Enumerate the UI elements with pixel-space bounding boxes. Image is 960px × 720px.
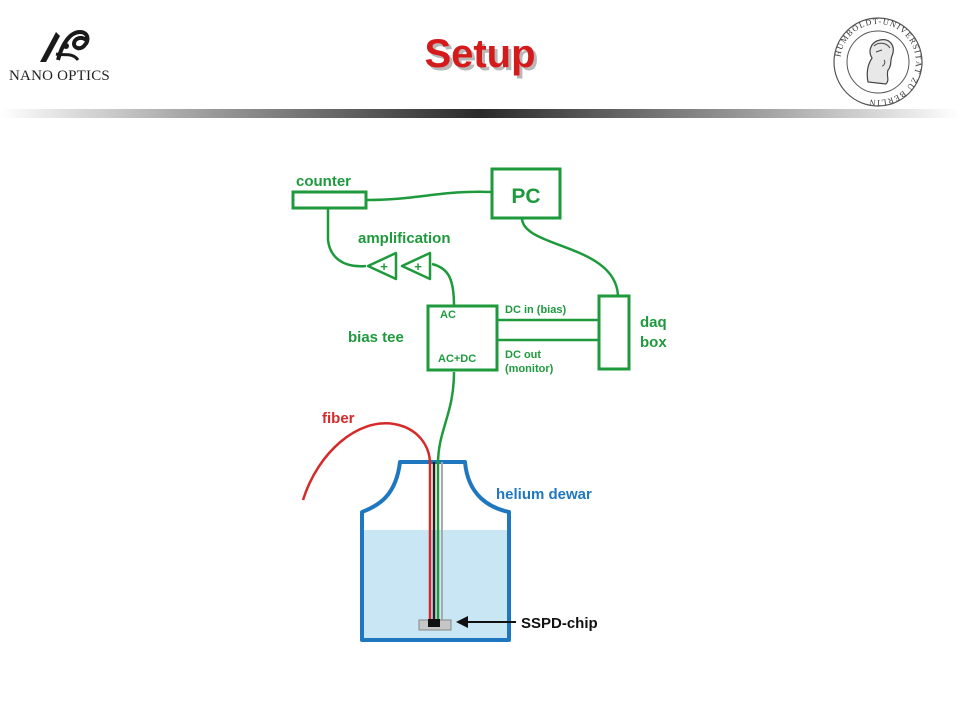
daq-box <box>597 294 631 371</box>
university-seal-icon: HUMBOLDT-UNIVERSITÄT ZU BERLIN <box>833 17 923 107</box>
helium-dewar-label: helium dewar <box>496 486 592 503</box>
helium-dewar-outline <box>360 460 511 642</box>
slide-header: NANO OPTICS Setup HUMBOLDT-UNIVERSITÄT Z… <box>0 0 960 120</box>
pc-label: PC <box>511 185 540 208</box>
wire-chip-to-biastee <box>436 371 456 465</box>
wire-biastee-to-amp <box>431 262 456 307</box>
port-acdc-label: AC+DC <box>438 353 476 365</box>
port-ac-label: AC <box>440 309 456 321</box>
nano-optics-logo-icon <box>40 29 90 62</box>
fiber-label: fiber <box>322 410 355 427</box>
counter-box <box>291 190 368 210</box>
brand-name: NANO OPTICS <box>9 68 110 84</box>
amplifier-1 <box>400 251 432 281</box>
chip-arrow-head <box>456 616 468 628</box>
amplifier-1-symbol: + <box>414 259 422 274</box>
header-divider <box>0 109 960 118</box>
pc-box <box>490 167 562 220</box>
bias-tee-label: bias tee <box>348 329 404 346</box>
slide-title: Setup <box>424 32 536 76</box>
dc-out-label: DC out <box>505 349 541 361</box>
amplification-label: amplification <box>358 230 451 247</box>
amplifier-2-symbol: + <box>380 259 388 274</box>
amplifier-2 <box>366 251 398 281</box>
fiber-cable <box>301 422 432 501</box>
counter-label: counter <box>296 173 351 190</box>
wiring <box>326 190 620 465</box>
sspd-chip-label: SSPD-chip <box>521 615 598 632</box>
bias-tee-box <box>426 304 499 372</box>
daq-label: daq <box>640 314 667 331</box>
wire-counter-to-pc <box>365 190 493 202</box>
box-label: box <box>640 334 667 351</box>
wire-pc-to-daq <box>520 217 620 297</box>
sspd-chip <box>428 619 440 627</box>
dc-in-label: DC in (bias) <box>505 304 566 316</box>
wire-amp-to-counter <box>326 208 367 268</box>
helium-fill <box>362 530 509 640</box>
dc-out-monitor-label: (monitor) <box>505 363 554 375</box>
